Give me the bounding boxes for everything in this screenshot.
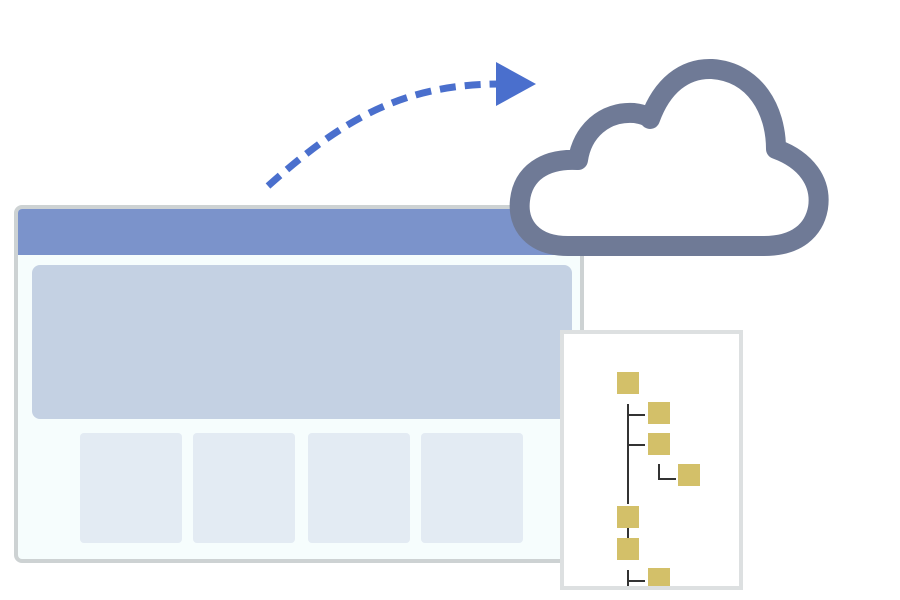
cloud-icon: [509, 59, 829, 256]
upload-arrow-path: [265, 80, 501, 189]
tree-connector: [627, 570, 629, 586]
cloud-outline: [509, 59, 829, 256]
upload-arrow-head: [496, 62, 536, 106]
folder-node: [648, 433, 670, 455]
content-card: [308, 433, 410, 543]
browser-window: [14, 205, 584, 563]
tree-connector: [627, 404, 629, 504]
folder-node: [617, 372, 639, 394]
tree-connector: [627, 528, 629, 538]
tree-connector: [658, 464, 660, 480]
file-tree-panel: [560, 330, 743, 590]
content-card: [80, 433, 182, 543]
tree-branch: [627, 580, 645, 582]
browser-titlebar: [18, 209, 580, 255]
tree-branch: [658, 478, 676, 480]
upload-arrow: [265, 62, 536, 189]
tree-branch: [627, 444, 645, 446]
file-node: [678, 464, 700, 486]
folder-node: [617, 538, 639, 560]
folder-node: [648, 402, 670, 424]
hero-panel: [32, 265, 572, 419]
content-card: [193, 433, 295, 543]
tree-branch: [627, 414, 645, 416]
file-node: [648, 568, 670, 586]
content-card: [421, 433, 523, 543]
folder-node: [617, 506, 639, 528]
